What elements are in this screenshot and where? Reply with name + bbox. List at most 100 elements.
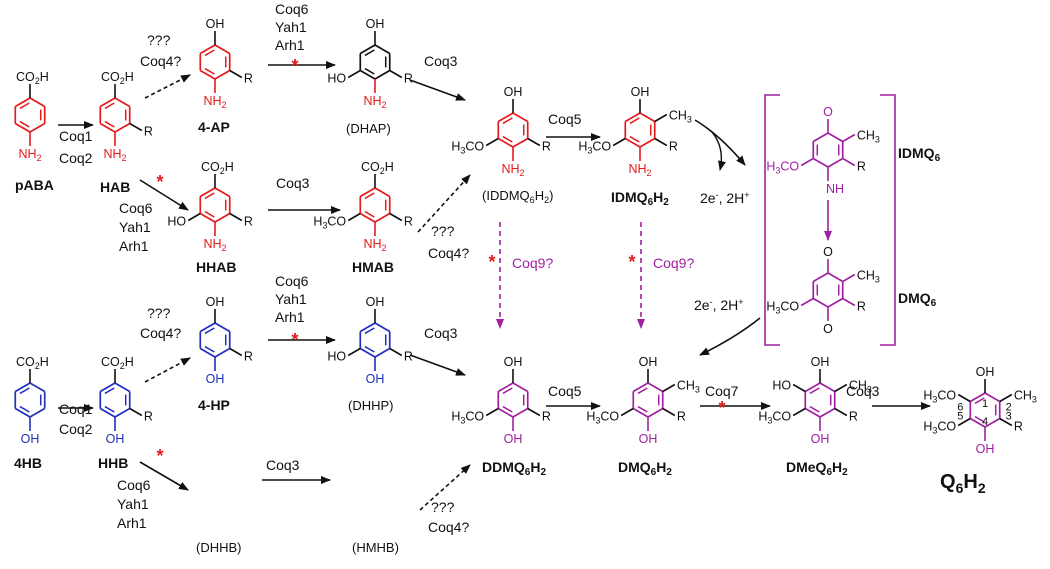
enz-coq6-b: Coq6 [119, 200, 153, 216]
atom-h3co: H3CO [923, 420, 956, 436]
atom-h3co: H3CO [766, 300, 799, 316]
substituent-bond [347, 69, 361, 79]
ring-bond [374, 322, 391, 333]
enz-q1-d: ??? [431, 499, 455, 515]
atom-h3co: H3CO [578, 140, 611, 156]
substituent-bond [999, 393, 1013, 403]
atom-r: R [542, 140, 551, 154]
enz-coq6-a: Coq6 [275, 1, 309, 17]
label-HHB: HHB [98, 455, 128, 471]
atom-h3co: H3CO [451, 140, 484, 156]
enz-coq4-a: Coq4? [140, 53, 181, 69]
substituent-bond [654, 113, 668, 123]
star-marker: * [488, 252, 495, 272]
ring-bond [827, 297, 844, 308]
atom-label-layer: CO2HNH2CO2HNH2ROHNH2ROHNH2RHOOHNH2RH3COO… [16, 17, 1037, 466]
ring-double-bond [104, 405, 115, 413]
arrow-HHB-DHHB [139, 461, 189, 491]
atom-oh: OH [639, 355, 658, 369]
ring-double-bond [502, 387, 513, 395]
star-marker: * [628, 252, 635, 272]
ring-double-bond [809, 387, 820, 395]
ring-bond [114, 407, 131, 418]
ring-bond [812, 272, 829, 283]
substituent-bond [654, 137, 668, 147]
atom-oh: OH [206, 295, 225, 309]
atom-oh: OH [366, 17, 385, 31]
atom-r: R [144, 410, 153, 424]
enz-arh1-a: Arh1 [275, 37, 305, 53]
star-marker: * [291, 330, 298, 350]
atom-ho: HO [167, 215, 186, 229]
atom-oh: OH [366, 295, 385, 309]
ring-double-bond [974, 415, 985, 423]
ring-bond [374, 187, 391, 198]
atom-nh2: NH2 [628, 162, 651, 178]
ring-double-bond [204, 327, 215, 335]
atom-co2h: CO2H [101, 355, 134, 371]
ring-bond [804, 407, 821, 418]
ring-bond [99, 382, 116, 393]
ring-Q6H2 [969, 392, 1001, 428]
substituent-bond [485, 407, 499, 417]
ring-DMQ6 [812, 272, 844, 308]
atom-ch3: CH3 [677, 379, 700, 395]
ring-bond [512, 137, 529, 148]
ring-bond [639, 137, 656, 148]
substituent-bond [527, 137, 541, 147]
arrow-HAB-4AP [144, 74, 191, 99]
ring-double-bond [364, 327, 375, 335]
ring-bond [647, 407, 664, 418]
ring-double-bond [204, 49, 215, 57]
ring-bond [639, 112, 656, 123]
substituent-bond [389, 212, 403, 222]
atom-co2h: CO2H [201, 160, 234, 176]
ring-DHHP [359, 322, 391, 358]
enz-arh1-d: Arh1 [117, 515, 147, 531]
ring-bond [512, 382, 529, 393]
ring-double-bond [19, 387, 30, 395]
substituent-bond [662, 407, 676, 417]
atom-nh: NH [826, 182, 844, 196]
ring-bond [804, 382, 821, 393]
atom-oh: OH [811, 355, 830, 369]
enz-redox-b: 2e-, 2H+ [694, 297, 744, 313]
ring-bond [497, 112, 514, 123]
substituent-bond [129, 122, 143, 132]
ring-bond [374, 44, 391, 55]
ring-double-bond [204, 67, 215, 75]
ring-double-bond [502, 405, 513, 413]
enz-coq3-a: Coq3 [424, 53, 458, 69]
ring-HAB [99, 97, 131, 133]
ring-bond [199, 69, 216, 80]
substituent-bond [347, 347, 361, 357]
ring-bond [827, 157, 844, 168]
substituent-bond [620, 407, 634, 417]
substituent-bond [485, 137, 499, 147]
star-marker: * [718, 398, 725, 418]
enz-coq2-b: Coq2 [59, 421, 93, 437]
ring-HMAB [359, 187, 391, 223]
ring-DMQ6H2 [632, 382, 664, 418]
enz-coq2-a: Coq2 [59, 150, 93, 166]
ring-bond [812, 297, 829, 308]
atom-oh: OH [811, 432, 830, 446]
label-DMQ6H2: DMQ6H2 [618, 459, 672, 478]
ring-DHAP [359, 44, 391, 80]
atom-oh: OH [631, 85, 650, 99]
atom-r: R [144, 125, 153, 139]
substituent-bond [800, 157, 814, 167]
enz-yah1-a: Yah1 [275, 19, 307, 35]
ring-IDMQ6 [812, 132, 844, 168]
atom-nh2: NH2 [363, 94, 386, 110]
label-4-AP: 4-AP [198, 119, 230, 135]
substituent-bond [792, 383, 806, 393]
atom-nh2: NH2 [103, 147, 126, 163]
enz-arh1-c: Arh1 [275, 309, 305, 325]
atom-r: R [404, 350, 413, 364]
ring-double-bond [629, 135, 640, 143]
atom-nh2: NH2 [363, 237, 386, 253]
atom-ch3: CH3 [857, 129, 880, 145]
atom-r: R [244, 72, 253, 86]
atom-h3co: H3CO [923, 389, 956, 405]
